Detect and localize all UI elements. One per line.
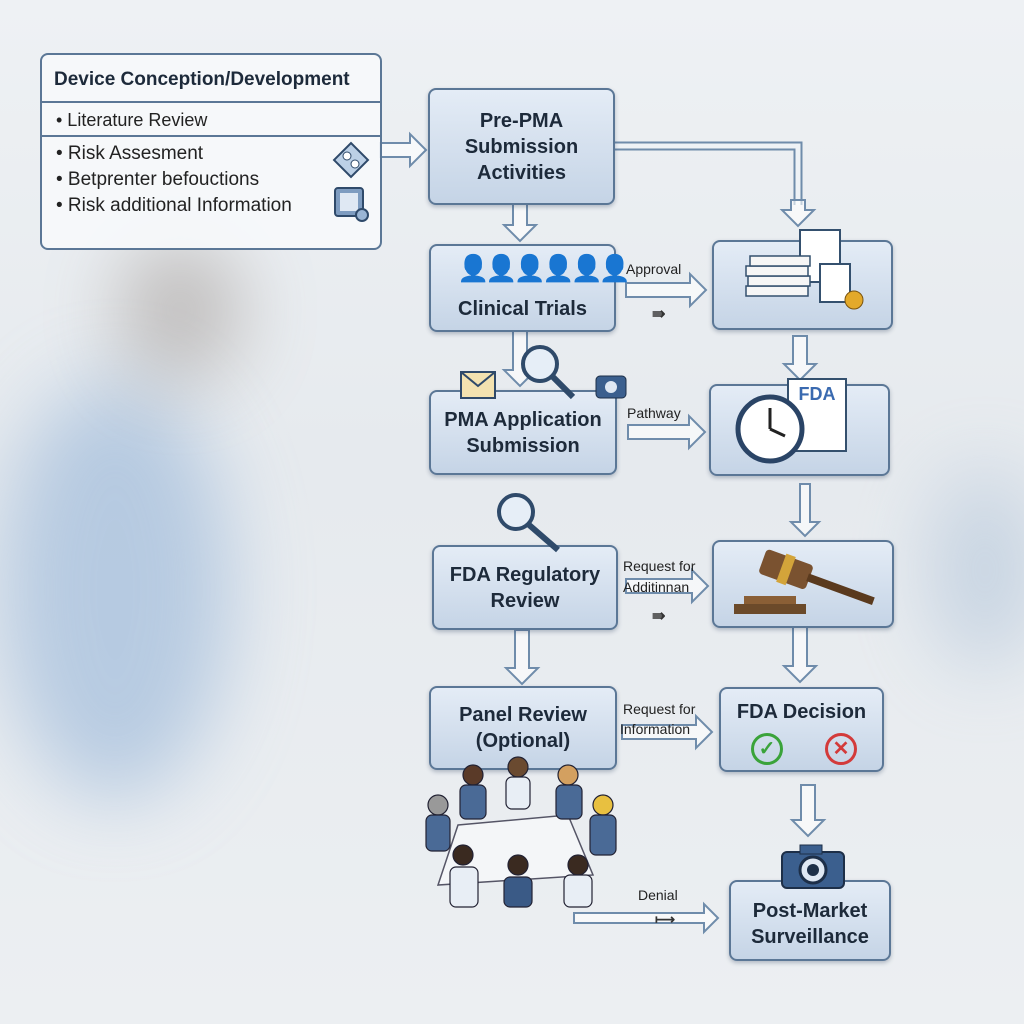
background-blur-right	[930, 470, 1024, 670]
down-arrow	[788, 483, 822, 538]
box-text: PMA Application	[444, 408, 602, 431]
right-arrow	[625, 567, 710, 605]
gavel-icon	[734, 549, 875, 614]
request-information-label: Information	[620, 721, 691, 737]
down-arrow	[789, 784, 827, 838]
down-arrow	[779, 199, 817, 228]
document-stack-box	[712, 229, 893, 330]
document-stack-icon	[745, 229, 864, 310]
device-box-title: Device Conception/Development	[54, 69, 350, 90]
tablet-icon	[334, 187, 369, 222]
envelope-icon	[460, 371, 496, 399]
camera-small-icon	[595, 375, 627, 399]
people-icon: 👤👤👤👤👤👤	[457, 253, 631, 283]
box-text: Post-Market	[752, 899, 868, 922]
fda-decision-box: FDA Decision ✓ ✕	[719, 687, 884, 772]
panel-review-box: Panel Review (Optional)	[429, 686, 617, 770]
background-blur-person	[0, 380, 230, 800]
gavel-box	[712, 540, 894, 628]
request-additional-label: Additinnan	[623, 579, 690, 595]
right-arrow	[379, 131, 428, 169]
box-text: Clinical Trials	[458, 298, 587, 320]
divider	[42, 101, 380, 103]
box-text: (Optional)	[475, 730, 571, 752]
magnifier-icon	[497, 493, 560, 553]
diamond-icon	[332, 141, 370, 179]
fda-timer-box: FDA	[709, 378, 890, 476]
box-text: Review	[490, 589, 560, 612]
box-text: Submission	[466, 434, 580, 457]
panel-meeting-illustration	[425, 756, 617, 908]
small-arrow-glyph: ⟼	[655, 911, 676, 927]
box-text: FDA Regulatory	[449, 563, 601, 586]
box-text: FDA Decision	[736, 701, 867, 723]
list-item: • Betprenter befouctions	[56, 169, 260, 190]
clinical-trials-box: 👤👤👤👤👤👤 Clinical Trials	[429, 244, 631, 332]
reject-icon: ✕	[825, 733, 857, 765]
pma-application-box: PMA Application Submission	[429, 390, 617, 475]
box-text: Pre-PMA	[479, 109, 564, 132]
fda-regulatory-review-box: FDA Regulatory Review	[432, 545, 618, 630]
right-arrow	[625, 271, 708, 309]
list-item: • Risk Assesment	[56, 143, 204, 164]
list-item: • Literature Review	[56, 110, 208, 130]
down-arrow	[501, 202, 539, 243]
down-arrow	[781, 335, 819, 382]
connector-line	[613, 141, 803, 205]
denial-label: Denial	[638, 887, 678, 903]
magnifier-icon	[521, 345, 576, 400]
approve-icon: ✓	[751, 733, 783, 765]
box-text: Submission	[464, 135, 579, 158]
request-information-label: Request for	[623, 701, 696, 717]
clock-icon	[735, 394, 805, 464]
box-text: Activities	[477, 161, 566, 184]
box-text: Surveillance	[751, 925, 869, 948]
down-arrow	[781, 621, 819, 684]
post-market-box: Post-Market Surveillance	[729, 880, 891, 961]
right-arrow	[627, 413, 707, 451]
camera-icon	[781, 844, 845, 889]
device-conception-box: Device Conception/Development • Literatu…	[40, 53, 382, 250]
pathway-label: Pathway	[627, 405, 681, 421]
request-additional-label: Request for	[623, 558, 696, 574]
right-arrow	[621, 713, 714, 751]
box-text: Panel Review	[459, 704, 587, 726]
approval-label: Approval	[626, 261, 682, 277]
small-arrow-glyph: ⇛	[652, 608, 666, 625]
background-blur-head	[120, 240, 240, 380]
right-arrow	[573, 901, 720, 935]
list-item: • Risk additional Information	[56, 195, 292, 216]
pre-pma-box: Pre-PMA Submission Activities	[428, 88, 615, 205]
small-arrow-glyph: ⇛	[652, 306, 666, 323]
down-arrow	[503, 629, 541, 686]
divider	[42, 135, 380, 137]
connector-line	[613, 143, 801, 205]
